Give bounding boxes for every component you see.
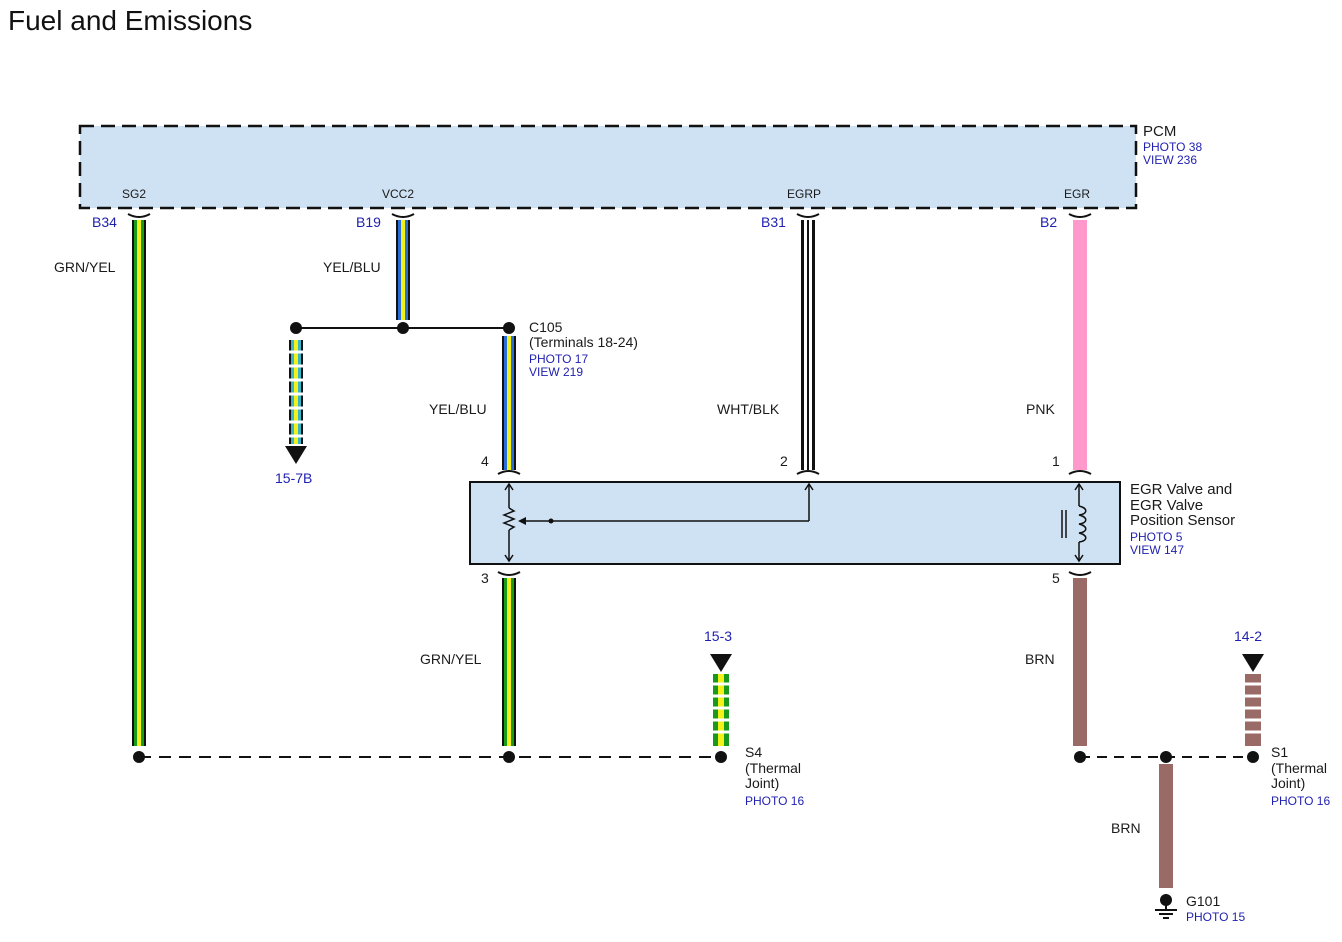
- g101-label: G101: [1186, 893, 1220, 909]
- s4-dot-2: [503, 751, 515, 763]
- sensor-pin-3: 3: [481, 570, 489, 586]
- pcm-pin-b2: B2: [1040, 214, 1057, 230]
- pcm-photo: PHOTO 38: [1143, 140, 1202, 154]
- splice-dot-vcc2: [397, 322, 409, 334]
- splice-dot-c105: [503, 322, 515, 334]
- wire-branch-14-2: [1244, 674, 1262, 746]
- wiper-dot: [548, 518, 554, 524]
- solenoid-icon: [1061, 482, 1087, 563]
- c105-photo: PHOTO 17: [529, 352, 588, 366]
- ref-15-7b[interactable]: 15-7B: [275, 470, 312, 486]
- pcm-signal-vcc2: VCC2: [382, 187, 414, 201]
- s1-dot-2: [1160, 751, 1172, 763]
- sensor-view: VIEW 147: [1130, 543, 1184, 557]
- sensor-pin-5: 5: [1052, 570, 1060, 586]
- s1-label: S1: [1271, 744, 1288, 760]
- wire-label-sensor-3: GRN/YEL: [420, 651, 482, 667]
- pcm-box: [78, 124, 1138, 210]
- s1-joint: Joint): [1271, 775, 1305, 791]
- wire-vcc2: [396, 220, 410, 320]
- wire-sg2: [132, 220, 146, 746]
- g101-photo: PHOTO 15: [1186, 910, 1245, 924]
- wire-ground: [1159, 764, 1173, 888]
- c105-terminals: (Terminals 18-24): [529, 334, 638, 350]
- pcm-label: PCM: [1143, 123, 1176, 140]
- arrow-down-icon: [285, 446, 307, 464]
- wire-c105-sensor: [502, 336, 516, 470]
- pcm-view: VIEW 236: [1143, 153, 1197, 167]
- wire-label-sg2: GRN/YEL: [54, 259, 116, 275]
- wire-egr: [1073, 220, 1087, 470]
- wire-label-vcc2: YEL/BLU: [323, 259, 381, 275]
- egr-sensor-box: [469, 481, 1121, 565]
- s1-dot-3: [1247, 751, 1259, 763]
- ref-14-2[interactable]: 14-2: [1234, 628, 1262, 644]
- sensor-pin-4: 4: [481, 453, 489, 469]
- c105-view: VIEW 219: [529, 365, 583, 379]
- potentiometer-icon: [501, 482, 814, 563]
- pcm-pin-b31: B31: [761, 214, 786, 230]
- c105-label: C105: [529, 319, 563, 335]
- sensor-label-3: Position Sensor: [1130, 512, 1235, 529]
- sensor-pin-1: 1: [1052, 453, 1060, 469]
- s4-photo: PHOTO 16: [745, 794, 804, 808]
- sensor-bottom-brackets: [497, 571, 1092, 576]
- page-title: Fuel and Emissions: [8, 5, 252, 36]
- wire-label-ground: BRN: [1111, 820, 1141, 836]
- wire-label-egr: PNK: [1026, 401, 1055, 417]
- wire-sensor-5: [1073, 578, 1087, 746]
- pcm-signal-egrp: EGRP: [787, 187, 821, 201]
- pcm-pin-b19: B19: [356, 214, 381, 230]
- s1-photo: PHOTO 16: [1271, 794, 1330, 808]
- wire-egrp: [801, 220, 815, 470]
- sensor-pin-2: 2: [780, 453, 788, 469]
- s4-dot-1: [133, 751, 145, 763]
- s4-label: S4: [745, 744, 762, 760]
- pcm-connector-brackets: [127, 213, 1092, 218]
- sensor-photo: PHOTO 5: [1130, 530, 1183, 544]
- wire-branch-15-7b: [288, 340, 304, 444]
- arrow-down-icon: [710, 654, 732, 672]
- sensor-label-2: EGR Valve: [1130, 497, 1203, 514]
- wire-label-sensor-5: BRN: [1025, 651, 1055, 667]
- ground-icon: [1155, 900, 1177, 919]
- splice-dot-left: [290, 322, 302, 334]
- s4-thermal: (Thermal: [745, 760, 801, 776]
- ref-15-3[interactable]: 15-3: [704, 628, 732, 644]
- s1-dot-1: [1074, 751, 1086, 763]
- pcm-signal-egr: EGR: [1064, 187, 1090, 201]
- arrow-down-icon: [1242, 654, 1264, 672]
- wire-label-egrp: WHT/BLK: [717, 401, 780, 417]
- pcm-signal-sg2: SG2: [122, 187, 146, 201]
- pcm-pin-b34: B34: [92, 214, 117, 230]
- s1-thermal: (Thermal: [1271, 760, 1327, 776]
- wire-branch-15-3: [712, 674, 730, 746]
- wire-sensor-3: [502, 578, 516, 746]
- wiper-arrow-icon: [518, 517, 526, 525]
- wire-label-c105-sensor: YEL/BLU: [429, 401, 487, 417]
- s4-joint: Joint): [745, 775, 779, 791]
- sensor-label-1: EGR Valve and: [1130, 481, 1232, 498]
- s4-dot-3: [715, 751, 727, 763]
- sensor-top-brackets: [497, 470, 1092, 475]
